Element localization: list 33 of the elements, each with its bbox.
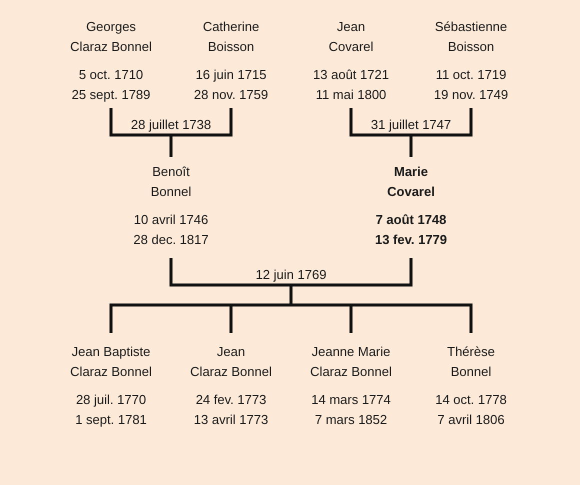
person-name: Jean Claraz Bonnel <box>190 343 272 381</box>
connector-line <box>290 258 472 333</box>
birth-date: 28 juil. 1770 <box>76 391 146 409</box>
person-name: Benoît Bonnel <box>150 163 192 201</box>
death-date: 7 mars 1852 <box>314 411 388 429</box>
death-date: 19 nov. 1749 <box>434 86 508 104</box>
birth-date: 14 mars 1774 <box>311 391 391 409</box>
person-name: Jeanne Marie Claraz Bonnel <box>310 343 392 381</box>
person-name: Thérèse Bonnel <box>447 343 495 381</box>
birth-date: 14 oct. 1778 <box>435 391 507 409</box>
birth-date: 13 août 1721 <box>313 66 389 84</box>
person-name: Sébastienne Boisson <box>434 18 508 56</box>
death-date: 28 nov. 1759 <box>194 86 268 104</box>
person-name: Catherine Boisson <box>202 18 260 56</box>
person-name: Georges Claraz Bonnel <box>70 18 152 56</box>
person-name: Jean Covarel <box>328 18 374 56</box>
death-date: 13 fev. 1779 <box>374 231 448 249</box>
death-date: 11 mai 1800 <box>316 86 386 104</box>
death-date: 7 avril 1806 <box>437 411 505 429</box>
birth-date: 10 avril 1746 <box>134 211 208 229</box>
death-date: 13 avril 1773 <box>194 411 268 429</box>
person-name: Jean Baptiste Claraz Bonnel <box>70 343 152 381</box>
death-date: 1 sept. 1781 <box>75 411 147 429</box>
birth-date: 24 fev. 1773 <box>196 391 266 409</box>
connector-line <box>410 108 472 157</box>
birth-date: 7 août 1748 <box>376 211 446 229</box>
death-date: 25 sept. 1789 <box>72 86 150 104</box>
person-name: Marie Covarel <box>387 163 435 201</box>
death-date: 28 dec. 1817 <box>133 231 209 249</box>
connector-line <box>170 108 232 157</box>
birth-date: 5 oct. 1710 <box>78 66 144 84</box>
birth-date: 11 oct. 1719 <box>436 66 506 84</box>
birth-date: 16 juin 1715 <box>196 66 266 84</box>
